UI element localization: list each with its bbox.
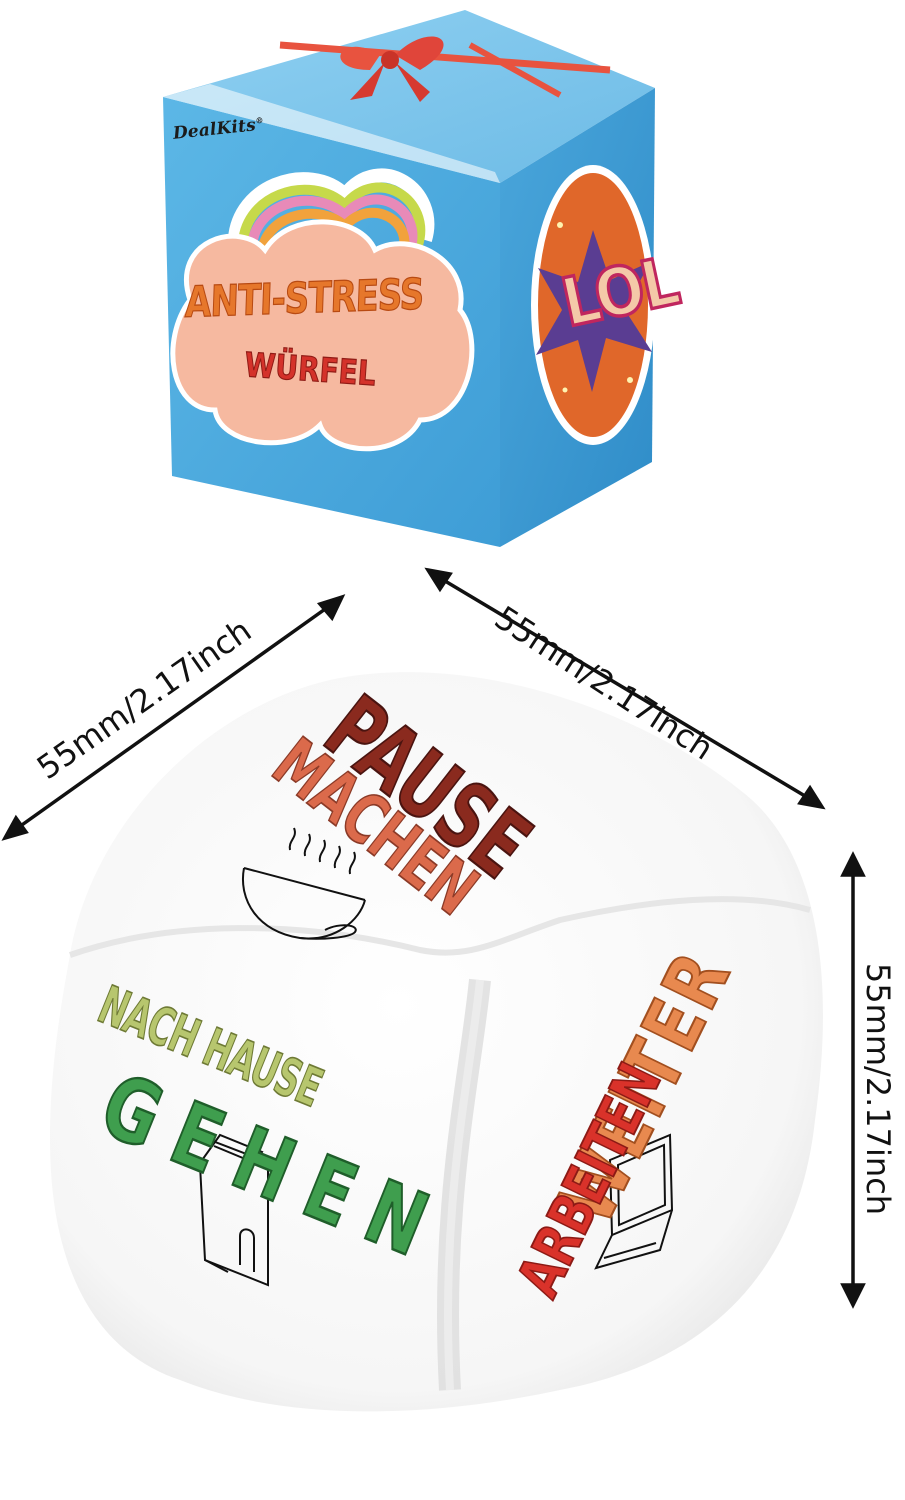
die-illustration bbox=[1, 567, 866, 1412]
lol-badge-icon bbox=[531, 165, 655, 445]
dimension-arrows bbox=[1, 567, 866, 1309]
cloud-icon bbox=[170, 168, 475, 452]
box-title-line1: ANTI-STRESS bbox=[184, 269, 425, 329]
laptop-icon bbox=[594, 1133, 674, 1270]
arrow-right bbox=[434, 573, 816, 804]
dimension-label-vertical: 55mm/2.17inch bbox=[859, 962, 898, 1216]
box-top-face bbox=[163, 10, 655, 183]
coffee-cup-icon bbox=[242, 827, 366, 940]
ribbon-bow-icon bbox=[279, 36, 611, 102]
product-box: DealKits® ANTI-STRESS WÜRFEL LOL bbox=[0, 0, 905, 560]
box-illustration bbox=[163, 10, 655, 547]
house-icon bbox=[194, 1133, 269, 1287]
arrow-left bbox=[10, 600, 337, 834]
